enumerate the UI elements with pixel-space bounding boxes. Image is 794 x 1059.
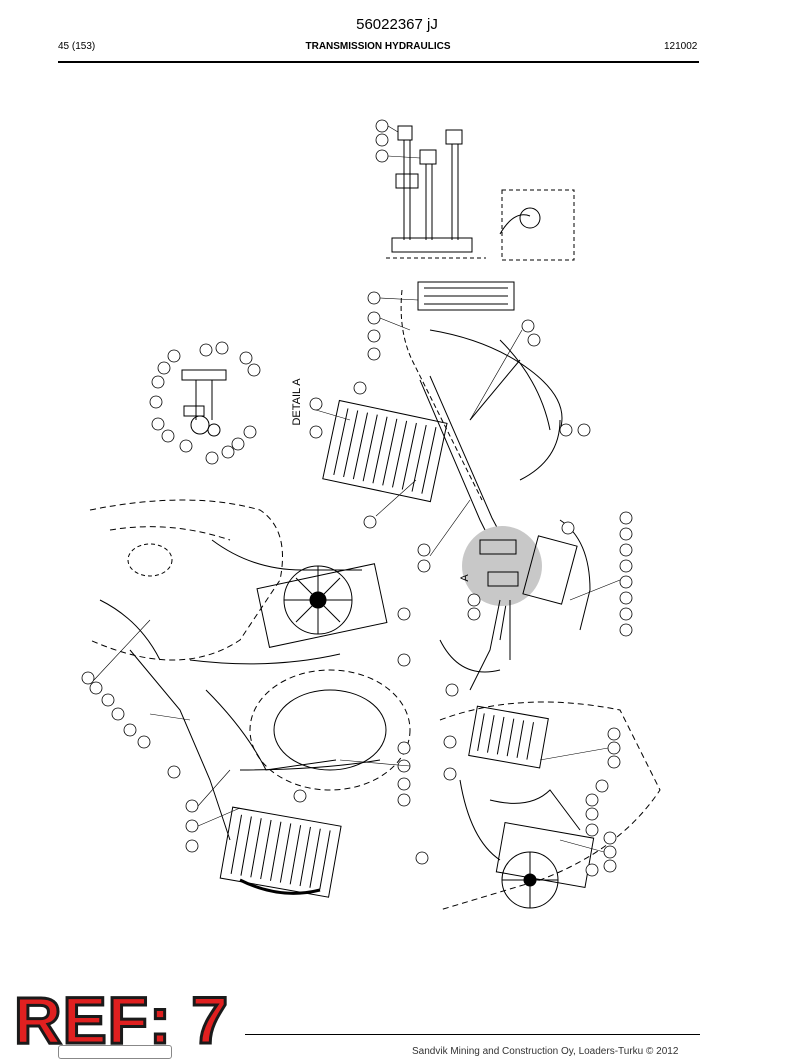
radiator-upper	[417, 281, 515, 311]
company-logo	[58, 1045, 172, 1059]
header-rule	[58, 61, 699, 63]
valve-block	[501, 189, 575, 261]
fan-bottom-right	[495, 821, 595, 909]
parts-drawing: DETAIL A A	[81, 119, 661, 911]
section-a-label: A	[459, 574, 471, 582]
cooler-bottom-left	[219, 806, 342, 898]
doc-number: 56022367 jJ	[356, 16, 438, 33]
cooler-bottom-right	[468, 705, 549, 769]
footer-copyright: Sandvik Mining and Construction Oy, Load…	[412, 1046, 679, 1057]
section-title: TRANSMISSION HYDRAULICS	[305, 41, 451, 52]
detail-a-highlight	[462, 526, 542, 606]
hose-fitting-group	[386, 125, 486, 259]
radiator-middle	[322, 399, 448, 503]
date-code: 121002	[664, 41, 698, 52]
detail-a-label: DETAIL A	[291, 378, 303, 426]
detail-a-cluster	[181, 369, 227, 437]
fan-left	[256, 563, 388, 648]
footer-rule	[245, 1034, 700, 1035]
page-number: 45 (153)	[58, 41, 96, 52]
